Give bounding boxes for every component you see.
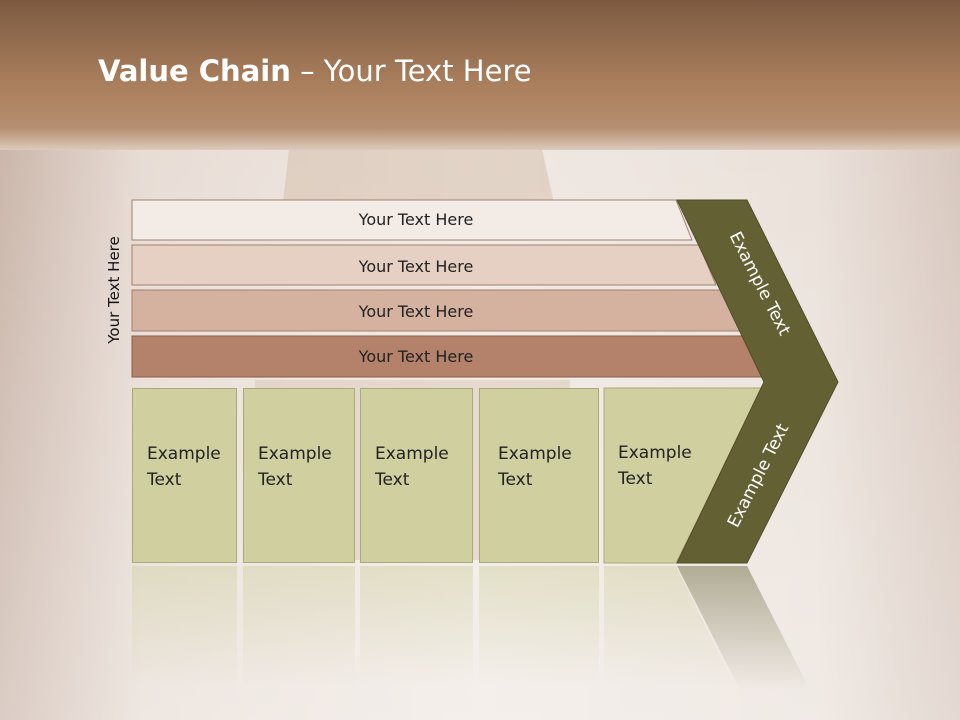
reflection-box-4 <box>479 566 599 686</box>
reflection-box-1 <box>132 566 237 686</box>
slide-title: Value Chain – Your Text Here <box>98 54 532 88</box>
bar-2-shape <box>131 244 717 286</box>
box-1: Example Text <box>132 388 237 563</box>
box-3: Example Text <box>360 388 473 563</box>
box-5: Example Text <box>604 388 724 563</box>
box-2-label: Example Text <box>258 444 332 490</box>
bar-4-label: Your Text Here <box>358 347 474 366</box>
box-4: Example Text <box>479 388 599 563</box>
bar-2-label: Your Text Here <box>358 257 474 276</box>
reflection-box-5 <box>604 566 735 686</box>
bar-2: Your Text Here <box>131 244 717 286</box>
bar-3: Your Text Here <box>131 289 741 332</box>
reflection-box-3 <box>360 566 473 686</box>
box-3-label: Example Text <box>375 444 449 490</box>
chevron-shape <box>676 199 839 564</box>
bar-1: Your Text Here <box>131 199 693 241</box>
box-4-label: Example Text <box>498 444 572 490</box>
bar-1-label: Your Text Here <box>358 210 474 229</box>
title-bold: Value Chain <box>98 54 291 88</box>
reflection-box-2 <box>243 566 355 686</box>
box-2: Example Text <box>243 388 355 563</box>
box-5-shape <box>603 387 764 564</box>
title-rest: – Your Text Here <box>290 54 532 88</box>
bar-3-label: Your Text Here <box>358 302 474 321</box>
box-1-label: Example Text <box>147 444 221 490</box>
bar-1-shape <box>131 199 693 241</box>
reflection-chevron <box>677 566 810 690</box>
box-5-label: Example Text <box>618 443 692 489</box>
